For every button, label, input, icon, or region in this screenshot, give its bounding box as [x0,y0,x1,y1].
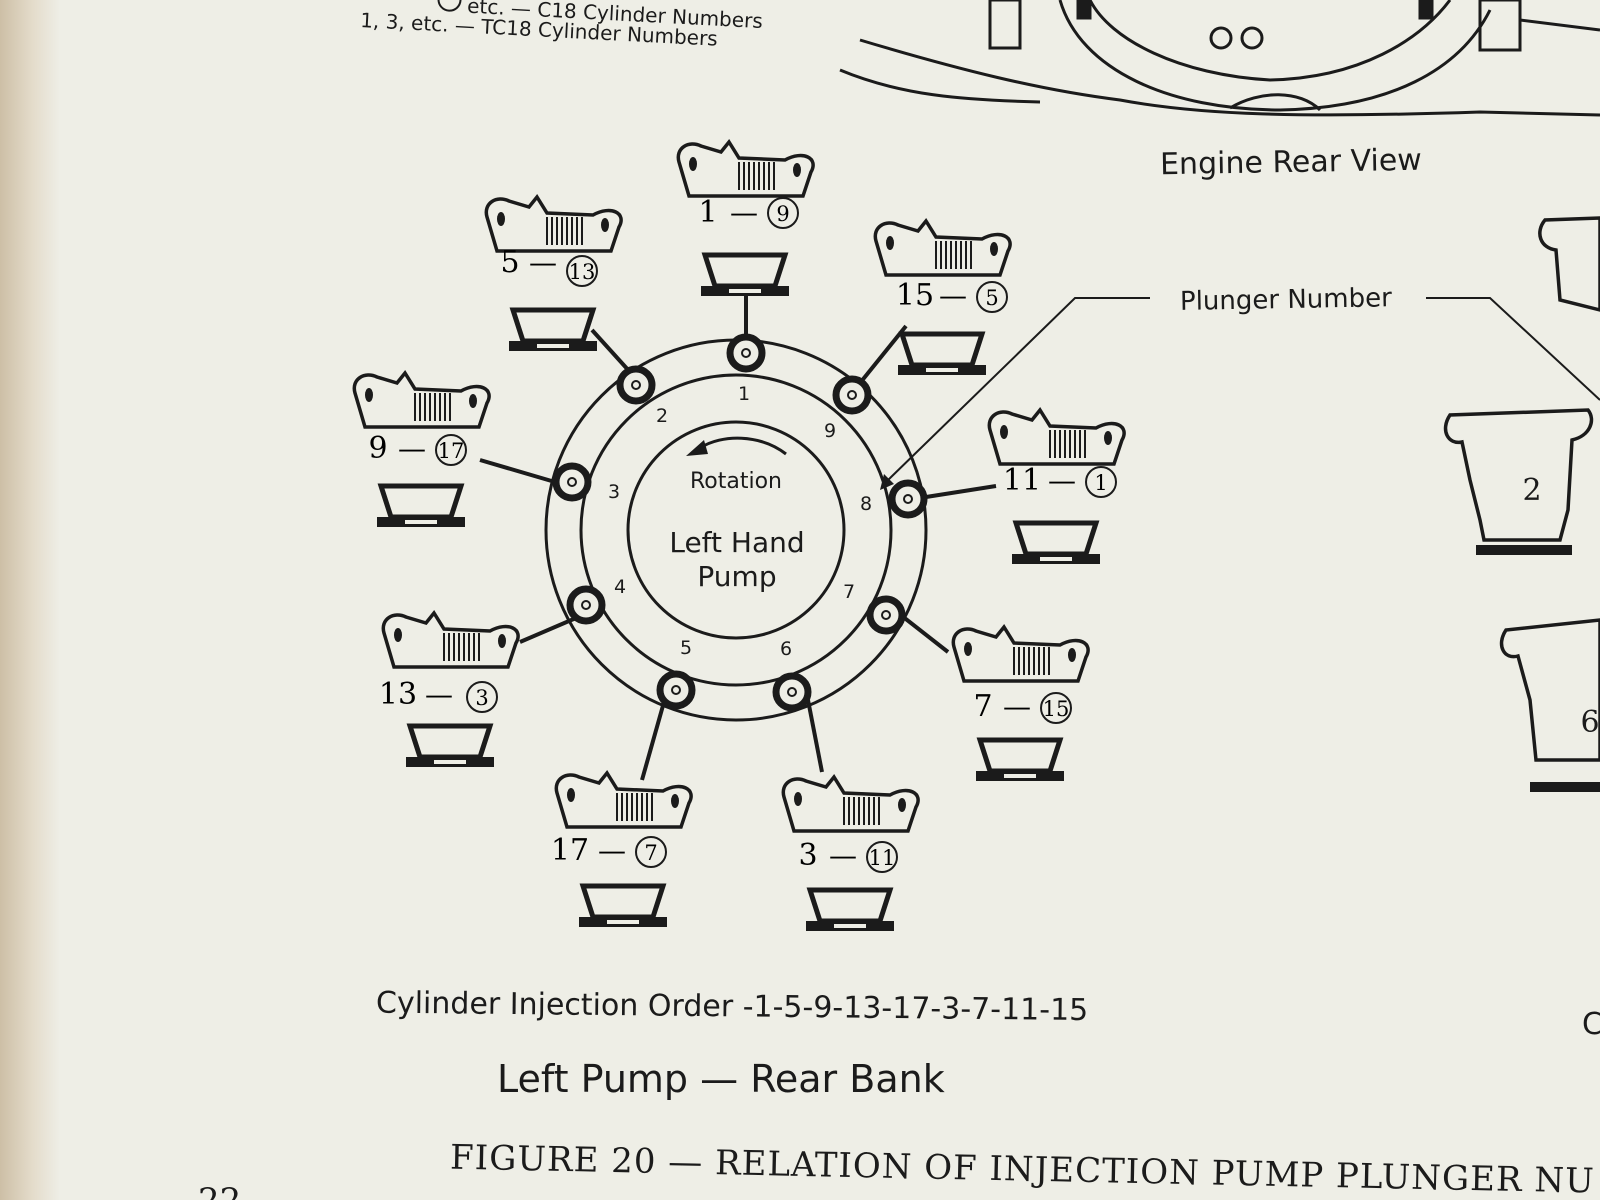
right-bank-number: 2 [1522,473,1541,508]
right-bank-number: 6 [1580,705,1599,740]
pump-name-line-1: Left Hand [669,526,804,559]
svg-text:—: — [1003,690,1031,723]
tc18-circle [566,255,598,287]
svg-text:—: — [829,839,857,872]
tc18-circle [466,681,498,713]
cylinder-tc18-number: 17 [438,439,465,463]
injection-order-label: Cylinder Injection Order -1-5-9-13-17-3-… [376,986,1089,1028]
cylinder-c18-number: 9 [368,431,387,466]
plunger-number-leader-right [1426,297,1600,401]
figure-caption: FIGURE 20 — RELATION OF INJECTION PUMP P… [450,1138,1595,1200]
right-bank-cylinders [1443,216,1600,762]
plunger-number-leader [885,297,1150,483]
plunger-number: 7 [843,581,855,603]
pump-inner-ring [626,420,846,640]
cylinder-group: 15 — 5 [875,221,1010,375]
cylinder-tc18-number: 5 [985,286,998,310]
plunger-number: 2 [656,405,668,427]
engine-rear-view-label: Engine Rear View [1160,143,1422,183]
cylinder-group: 7 — 15 [953,627,1088,781]
plunger-number: 9 [824,420,836,442]
svg-text:—: — [425,678,453,711]
page-number: 22 [198,1181,241,1200]
cut-off-letter: C [1582,1007,1600,1042]
right-bank-base [1476,545,1572,555]
tc18-circle [976,281,1008,313]
plunger-number-label: Plunger Number [1180,283,1393,317]
right-bank-base [1530,782,1600,792]
cylinder-c18-number: 17 [551,833,589,868]
cylinder-group: 5 — 13 [486,197,621,351]
rotation-label: Rotation [690,469,782,494]
cylinder-tc18-number: 1 [1094,471,1107,495]
tc18-circle [767,197,799,229]
plunger-number: 1 [738,383,750,405]
plunger-number: 3 [608,481,620,503]
cylinder-c18-number: 11 [1003,463,1041,498]
tc18-circle [1085,466,1117,498]
cylinder-group: 1 — 9 [678,142,813,296]
plunger-number: 6 [780,638,792,660]
pump-middle-ring [579,373,893,687]
cylinder-group: 3 — 11 [783,777,918,931]
tc18-circle [635,836,667,868]
pump-name-line-2: Pump [697,560,776,593]
tc18-circle [1040,692,1072,724]
figure-subtitle: Left Pump — Rear Bank [497,1057,945,1101]
cylinder-group: 9 — 17 [354,373,489,527]
cylinder-c18-number: 7 [973,689,992,724]
plunger-number: 8 [860,493,872,515]
rotation-arrowhead [686,440,708,456]
cylinder-c18-number: 13 [379,677,417,712]
cylinder-c18-number: 1 [698,195,717,230]
svg-text:—: — [730,196,758,229]
tc18-circle [435,434,467,466]
cylinder-c18-number: 5 [500,245,519,280]
cylinder-tc18-number: 15 [1043,697,1070,721]
svg-text:—: — [398,432,426,465]
engine-rear-view-drawing [839,0,1600,117]
left-hand-pump: Rotation Left Hand Pump [544,338,928,722]
legend-circle-marker [437,0,462,12]
cylinder-tc18-number: 11 [869,846,896,870]
page-spine [0,0,60,1200]
rotation-arrow [699,436,787,456]
plunger-outlets [552,333,928,712]
cylinder-tc18-number: 13 [569,260,596,284]
plunger-outlet-centers [567,348,913,697]
svg-text:—: — [598,834,626,867]
tc18-circle [866,841,898,873]
plunger-number: 4 [614,576,626,598]
cylinder-tc18-number: 7 [644,841,657,865]
cylinder-tc18-number: 3 [475,686,488,710]
svg-text:—: — [1048,464,1076,497]
cylinder-tc18-number: 9 [776,202,789,226]
cylinder-c18-number: 3 [798,838,817,873]
cylinder-group: 11 — 1 [989,410,1124,564]
svg-text:—: — [939,279,967,312]
cylinder-group: 13 — 3 [379,613,518,767]
cylinder-group: 17 — 7 [551,773,691,927]
svg-text:—: — [529,246,557,279]
plunger-number: 5 [680,637,692,659]
cylinder-c18-number: 15 [896,278,934,313]
